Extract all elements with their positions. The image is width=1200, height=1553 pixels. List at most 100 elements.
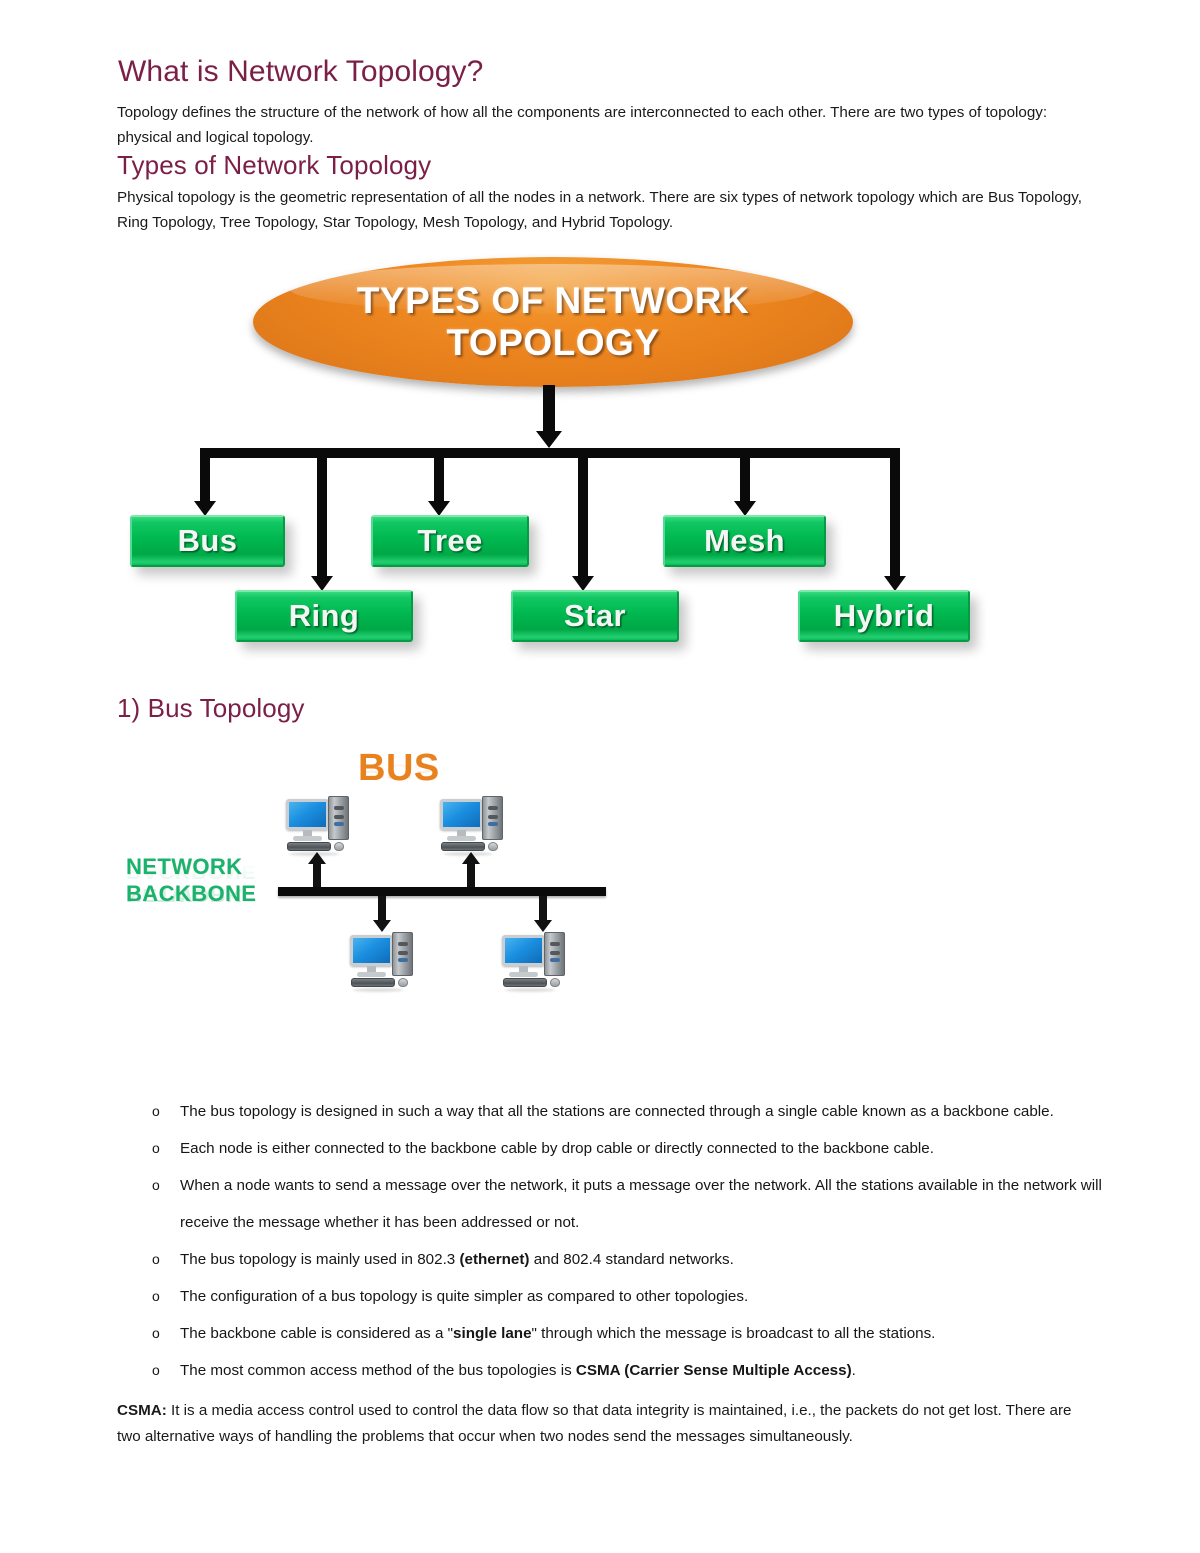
network-backbone-label-line2: BACKBONE [126,881,257,906]
monitor-icon [350,935,393,966]
drop-cable-down-1 [378,896,386,922]
monitor-icon [502,935,545,966]
drop-cable-down-2-arrow-icon [534,920,552,932]
list-item: o The backbone cable is considered as a "… [117,1315,1102,1352]
tower-icon [392,932,413,976]
drop-cable-up-2 [467,862,475,887]
diagram-drop-line-ring [317,448,327,582]
monitor-icon [440,799,483,830]
keyboard-icon [287,842,331,851]
computer-shadow [353,988,403,992]
computer-node-3 [349,931,415,993]
diagram-trunk-arrow-icon [536,431,562,448]
keyboard-icon [441,842,485,851]
list-item-text: The configuration of a bus topology is q… [180,1288,749,1305]
tower-icon [482,796,503,840]
drop-cable-down-2 [539,896,547,922]
bus-topology-bullet-list: o The bus topology is designed in such a … [117,1093,1102,1389]
list-item-marker: o [152,1251,160,1267]
diagram-drop-arrow-ring-icon [311,576,333,591]
diagram-drop-line-star [578,448,588,582]
list-item-marker: o [152,1140,160,1156]
network-backbone-cable [278,887,606,896]
diagram-node-star-label: Star [564,598,626,633]
tower-icon [328,796,349,840]
keyboard-icon [351,978,395,987]
diagram-node-tree: Tree [371,515,529,567]
diagram-node-ring-label: Ring [288,598,360,633]
monitor-base [357,972,386,977]
monitor-base [293,836,322,841]
computer-node-2 [439,795,505,857]
diagram-drop-line-hybrid [890,448,900,582]
csma-text: It is a media access control used to con… [117,1402,1072,1445]
csma-closing-paragraph: CSMA: It is a media access control used … [117,1398,1092,1450]
diagram-root-label-line2: TOPOLOGY [446,322,660,363]
diagram-drop-arrow-star-icon [572,576,594,591]
diagram-drop-line-bus [200,448,210,507]
types-of-network-topology-diagram: TYPES OF NETWORK TOPOLOGY Bus Tree [0,245,1200,665]
diagram-node-hybrid-label: Hybrid [833,598,935,633]
bus-topology-figure: BUS BUS NETWORK BACKBONE NETWORK BACKBON… [0,735,1200,1025]
mouse-icon [398,978,408,987]
list-item-marker: o [152,1325,160,1341]
diagram-root-label: TYPES OF NETWORK TOPOLOGY [357,280,749,364]
diagram-node-ring: Ring [235,590,413,642]
network-backbone-label-reflection: NETWORK BACKBONE [126,861,256,907]
diagram-drop-arrow-tree-icon [428,501,450,516]
tower-icon [544,932,565,976]
diagram-drop-line-tree [434,448,444,507]
diagram-node-bus: Bus [130,515,285,567]
diagram-drop-arrow-mesh-icon [734,501,756,516]
csma-label: CSMA: [117,1402,167,1419]
network-backbone-refl-line1: NETWORK [126,884,243,907]
network-backbone-refl-line2: BACKBONE [126,861,257,884]
drop-cable-up-1 [313,862,321,887]
bus-figure-title: BUS [358,747,440,789]
diagram-trunk-line [543,385,555,438]
diagram-root-label-line1: TYPES OF NETWORK [356,280,750,321]
diagram-horizontal-bar [200,448,900,458]
subsection-heading-bus-topology: 1) Bus Topology [117,693,305,723]
bus-figure-title-reflection: BUS [358,758,439,782]
diagram-node-mesh-label: Mesh [704,523,785,558]
list-item-text: Each node is either connected to the bac… [180,1140,934,1157]
computer-shadow [289,852,339,856]
monitor-stand [519,966,528,973]
monitor-base [447,836,476,841]
diagram-node-bus-label: Bus [177,523,238,558]
list-item-text: The bus topology is designed in such a w… [180,1103,1054,1120]
list-item-text: The bus topology is mainly used in 802.3… [180,1251,734,1268]
list-item: o Each node is either connected to the ba… [117,1130,1102,1167]
monitor-icon [286,799,329,830]
diagram-node-mesh: Mesh [663,515,826,567]
section-intro-paragraph: Physical topology is the geometric repre… [117,189,1082,231]
diagram-node-hybrid: Hybrid [798,590,970,642]
diagram-drop-arrow-hybrid-icon [884,576,906,591]
diagram-node-tree-label: Tree [417,523,483,558]
network-backbone-label: NETWORK BACKBONE [126,853,256,907]
computer-shadow [443,852,493,856]
list-item: o The configuration of a bus topology is … [117,1278,1102,1315]
list-item-text: The backbone cable is considered as a "s… [180,1325,936,1342]
page-title: What is Network Topology? [118,55,484,88]
monitor-stand [457,830,466,837]
drop-cable-down-1-arrow-icon [373,920,391,932]
list-item-marker: o [152,1362,160,1378]
computer-shadow [505,988,555,992]
computer-node-1 [285,795,351,857]
network-backbone-label-line1: NETWORK [126,854,243,879]
drop-cable-up-1-arrow-icon [308,852,326,864]
intro-paragraph: Topology defines the structure of the ne… [117,104,1048,146]
diagram-drop-line-mesh [740,448,750,507]
list-item: o The bus topology is mainly used in 802.… [117,1241,1102,1278]
list-item-marker: o [152,1288,160,1304]
mouse-icon [550,978,560,987]
keyboard-icon [503,978,547,987]
diagram-drop-arrow-bus-icon [194,501,216,516]
monitor-stand [303,830,312,837]
